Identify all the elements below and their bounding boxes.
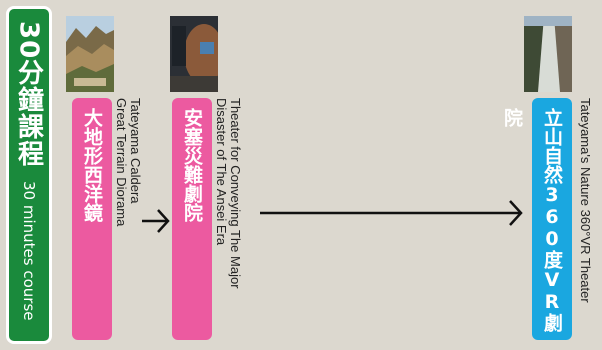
caption-ansei-line2: Disaster of The Ansei Era <box>214 98 229 246</box>
caption-caldera-line2: Great Terrain Diorama <box>114 98 129 227</box>
stop-label-vr-theater: 立山自然360度VR劇院 <box>501 98 572 340</box>
caption-caldera-diorama: Tateyama Caldera Great Terrain Diorama <box>114 98 143 338</box>
stop-label-ansei-theater: 安塞災難劇院 <box>172 98 212 340</box>
course-label: 30分鐘課程 30 minutes course <box>6 6 52 344</box>
theater-photo <box>170 16 218 92</box>
course-subtitle: 30 minutes course <box>20 181 38 321</box>
arrow-right-icon <box>260 200 523 226</box>
caption-vr-theater: Tateyama's Nature 360°VR Theater <box>578 98 593 344</box>
caption-vr-line1: Tateyama's Nature 360°VR Theater <box>578 98 593 303</box>
gorge-photo <box>524 16 572 92</box>
course-title: 30分鐘課程 <box>13 21 44 168</box>
caldera-photo <box>66 16 114 92</box>
stop-label-caldera-diorama: 大地形西洋鏡 <box>72 98 112 340</box>
caption-ansei-theater: Theater for Conveying The Major Disaster… <box>214 98 243 344</box>
caption-caldera-line1: Tateyama Caldera <box>128 98 143 204</box>
arrow-right-icon <box>142 209 170 233</box>
caption-ansei-line1: Theater for Conveying The Major <box>228 98 243 289</box>
